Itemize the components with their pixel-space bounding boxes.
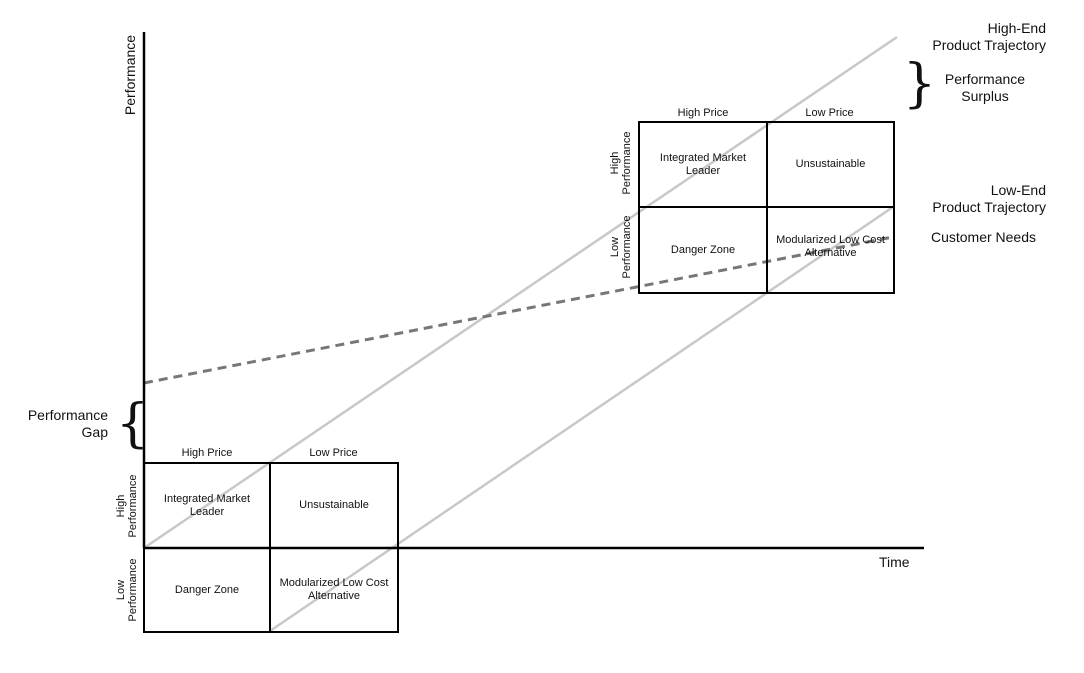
x-axis-label: Time bbox=[879, 554, 910, 570]
low-end-label-line1: Low-End bbox=[990, 182, 1046, 198]
matrix-bottom-cell-modularized: Modularized Low Cost Alternative bbox=[271, 549, 397, 631]
surplus-label-line2: Surplus bbox=[961, 88, 1009, 104]
cell-text: Danger Zone bbox=[670, 243, 736, 256]
low-end-trajectory-label: Low-End Product Trajectory bbox=[932, 182, 1046, 216]
matrix-bottom-cell-integrated-leader: Integrated Market Leader bbox=[145, 464, 269, 547]
surplus-label-line1: Performance bbox=[944, 71, 1026, 87]
matrix-top-col-low-price: Low Price bbox=[805, 107, 854, 119]
gap-label-line2: Gap bbox=[81, 424, 108, 440]
row-low-line2: Performance bbox=[127, 558, 139, 622]
matrix-top-cell-danger-zone: Danger Zone bbox=[640, 208, 766, 292]
row-low-line2: Performance bbox=[621, 215, 633, 279]
cell-text: Integrated Market Leader bbox=[163, 492, 251, 518]
matrix-top-cell-unsustainable: Unsustainable bbox=[768, 123, 893, 206]
matrix-top-hdivider bbox=[638, 206, 895, 208]
low-end-label-line2: Product Trajectory bbox=[932, 199, 1046, 215]
row-high-line2: Performance bbox=[127, 474, 139, 538]
matrix-bottom-vdivider bbox=[269, 462, 271, 633]
matrix-bottom-frame bbox=[143, 462, 399, 633]
gap-brace-icon: { bbox=[116, 394, 150, 454]
cell-text: Modularized Low Cost Alternative bbox=[776, 234, 885, 259]
matrix-top-cell-modularized: Modularized Low Cost Alternative bbox=[768, 208, 893, 292]
cell-text: Danger Zone bbox=[174, 583, 240, 596]
matrix-top-col-high-price: High Price bbox=[677, 107, 729, 119]
cell-text: Unsustainable bbox=[299, 499, 369, 511]
matrix-top-cell-integrated-leader: Integrated Market Leader bbox=[640, 123, 766, 206]
cell-text: Integrated Market Leader bbox=[659, 151, 747, 177]
matrix-bottom-cell-danger-zone: Danger Zone bbox=[145, 549, 269, 631]
customer-needs-label: Customer Needs bbox=[930, 229, 1036, 245]
performance-surplus-label: Performance Surplus bbox=[940, 71, 1030, 105]
high-end-label-line1: High-End bbox=[987, 20, 1046, 36]
low-end-trajectory-line bbox=[269, 205, 894, 633]
cell-text: Modularized Low Cost Alternative bbox=[279, 577, 389, 602]
performance-gap-label: Performance Gap bbox=[10, 407, 108, 441]
surplus-brace-icon: } bbox=[903, 54, 937, 114]
row-high-line1: High bbox=[609, 151, 621, 175]
matrix-top-row-high-performance: High Performance bbox=[609, 121, 635, 205]
row-low-line1: Low bbox=[115, 579, 127, 601]
matrix-bottom-cell-unsustainable: Unsustainable bbox=[271, 464, 397, 547]
row-high-line1: High bbox=[115, 494, 127, 518]
matrix-bottom-row-high-performance: High Performance bbox=[115, 464, 141, 548]
high-end-trajectory-label: High-End Product Trajectory bbox=[932, 20, 1046, 54]
matrix-top-row-low-performance: Low Performance bbox=[609, 205, 635, 289]
row-high-line2: Performance bbox=[621, 131, 633, 195]
high-end-label-line2: Product Trajectory bbox=[932, 37, 1046, 53]
matrix-bottom-row-low-performance: Low Performance bbox=[115, 548, 141, 632]
customer-needs-line bbox=[143, 235, 894, 385]
matrix-bottom-col-high-price: High Price bbox=[181, 447, 233, 459]
gap-label-line1: Performance bbox=[27, 407, 108, 423]
matrix-bottom-col-low-price: Low Price bbox=[309, 447, 358, 459]
cell-text: Unsustainable bbox=[795, 158, 866, 170]
row-low-line1: Low bbox=[609, 236, 621, 258]
y-axis-label: Performance bbox=[122, 34, 138, 116]
